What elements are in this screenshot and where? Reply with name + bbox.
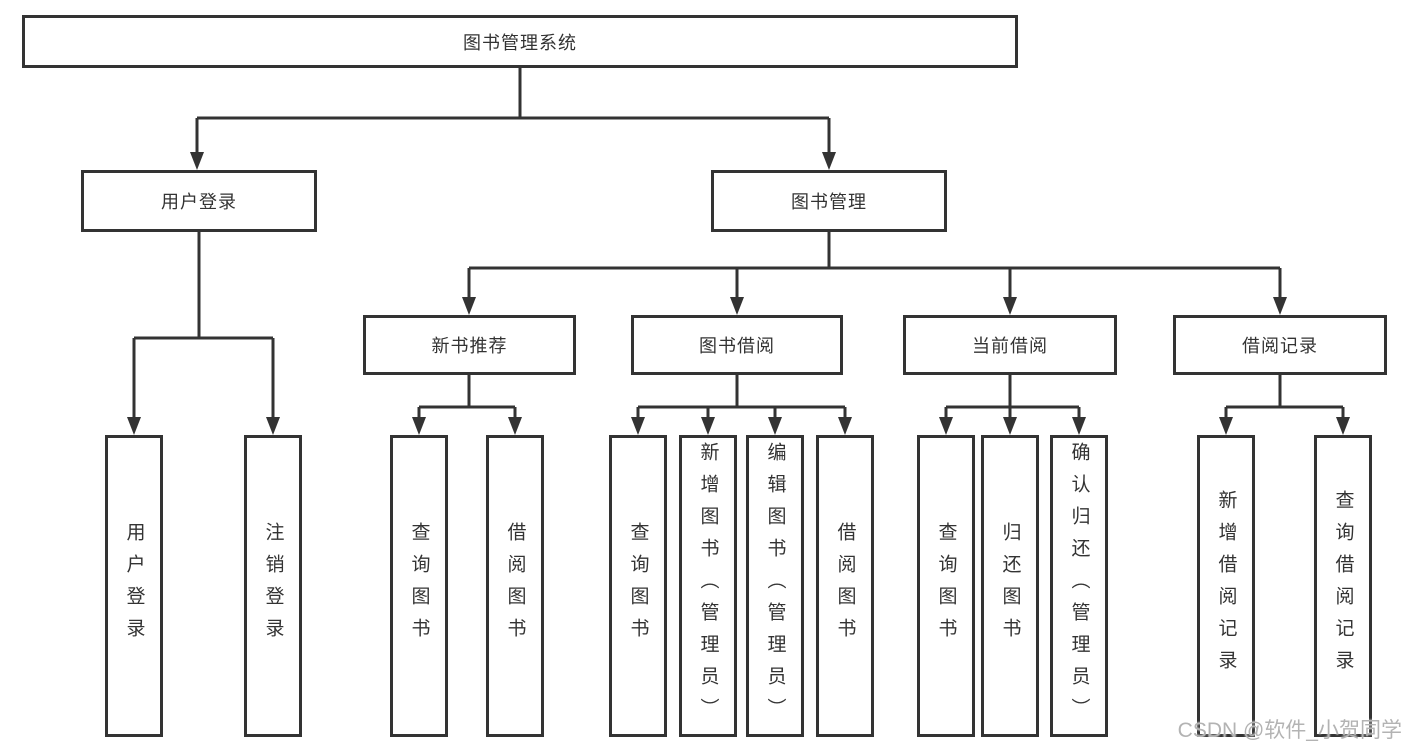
arrowhead — [1003, 297, 1017, 315]
leaf-user-login: 用户登录 — [105, 435, 163, 737]
arrowhead — [730, 297, 744, 315]
connector-user-login — [132, 232, 275, 418]
connector-book-management — [467, 232, 1282, 298]
leaf-query-books: 查询图书 — [390, 435, 448, 737]
node-new-book-recommend: 新书推荐 — [363, 315, 576, 375]
leaf-edit-books-admin: 编辑图书（管理员） — [746, 435, 804, 737]
node-book-borrow: 图书借阅 — [631, 315, 843, 375]
leaf-logout: 注销登录 — [244, 435, 302, 737]
arrowhead — [508, 417, 522, 435]
connector-current-borrow — [944, 375, 1081, 418]
arrowhead — [1003, 417, 1017, 435]
arrowhead — [939, 417, 953, 435]
connector-borrow-records — [1224, 375, 1345, 418]
node-current-borrow: 当前借阅 — [903, 315, 1117, 375]
arrowhead — [1219, 417, 1233, 435]
arrowhead — [266, 417, 280, 435]
csdn-watermark: CSDN @软件_小贺同学 — [1177, 719, 1402, 742]
leaf-borrow-books: 借阅图书 — [816, 435, 874, 737]
leaf-add-borrow-record: 新增借阅记录 — [1197, 435, 1255, 737]
node-user-login: 用户登录 — [81, 170, 317, 232]
leaf-query-borrow-record: 查询借阅记录 — [1314, 435, 1372, 737]
arrowhead — [462, 297, 476, 315]
arrowhead — [838, 417, 852, 435]
arrowhead — [1336, 417, 1350, 435]
leaf-query-books: 查询图书 — [917, 435, 975, 737]
node-borrow-records: 借阅记录 — [1173, 315, 1387, 375]
arrowhead — [412, 417, 426, 435]
connector-new-book-recommend — [417, 375, 517, 418]
leaf-add-books-admin: 新增图书（管理员） — [679, 435, 737, 737]
leaf-borrow-books: 借阅图书 — [486, 435, 544, 737]
connector-root — [195, 68, 831, 153]
leaf-confirm-return-admin: 确认归还（管理员） — [1050, 435, 1108, 737]
arrowhead — [631, 417, 645, 435]
leaf-return-books: 归还图书 — [981, 435, 1039, 737]
node-root-library-system: 图书管理系统 — [22, 15, 1018, 68]
arrowhead — [127, 417, 141, 435]
arrowhead — [822, 152, 836, 170]
node-book-management: 图书管理 — [711, 170, 947, 232]
arrowhead — [1273, 297, 1287, 315]
arrowhead — [190, 152, 204, 170]
arrowhead — [1072, 417, 1086, 435]
leaf-query-books: 查询图书 — [609, 435, 667, 737]
arrowhead — [768, 417, 782, 435]
connector-book-borrow — [636, 375, 847, 418]
arrowhead — [701, 417, 715, 435]
